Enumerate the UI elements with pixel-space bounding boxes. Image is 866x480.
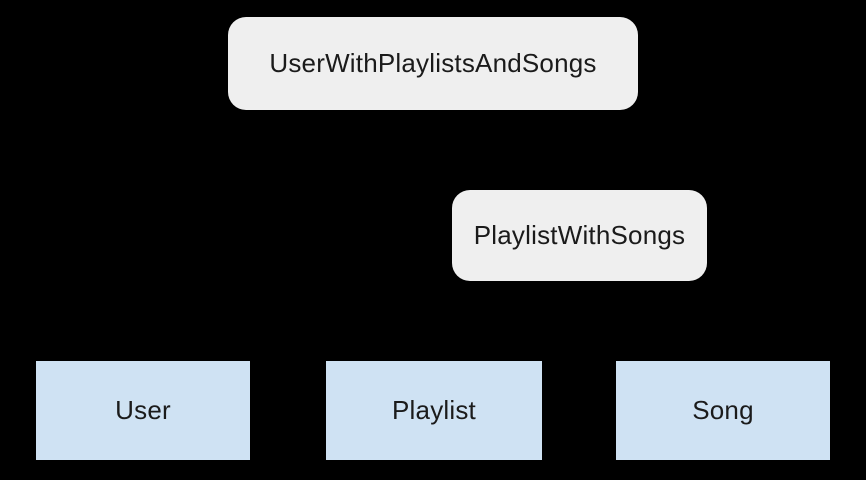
- node-playlist: Playlist: [326, 361, 542, 460]
- node-playlist-with-songs-label: PlaylistWithSongs: [473, 220, 686, 250]
- node-user-with-playlists-and-songs-label: UserWithPlaylistsAndSongs: [269, 48, 597, 78]
- node-user: User: [36, 361, 250, 460]
- node-playlist-with-songs: PlaylistWithSongs: [452, 190, 707, 281]
- node-user-label: User: [115, 395, 171, 425]
- node-playlist-label: Playlist: [392, 395, 476, 425]
- node-user-with-playlists-and-songs: UserWithPlaylistsAndSongs: [228, 17, 638, 110]
- node-song: Song: [616, 361, 830, 460]
- node-song-label: Song: [692, 395, 754, 425]
